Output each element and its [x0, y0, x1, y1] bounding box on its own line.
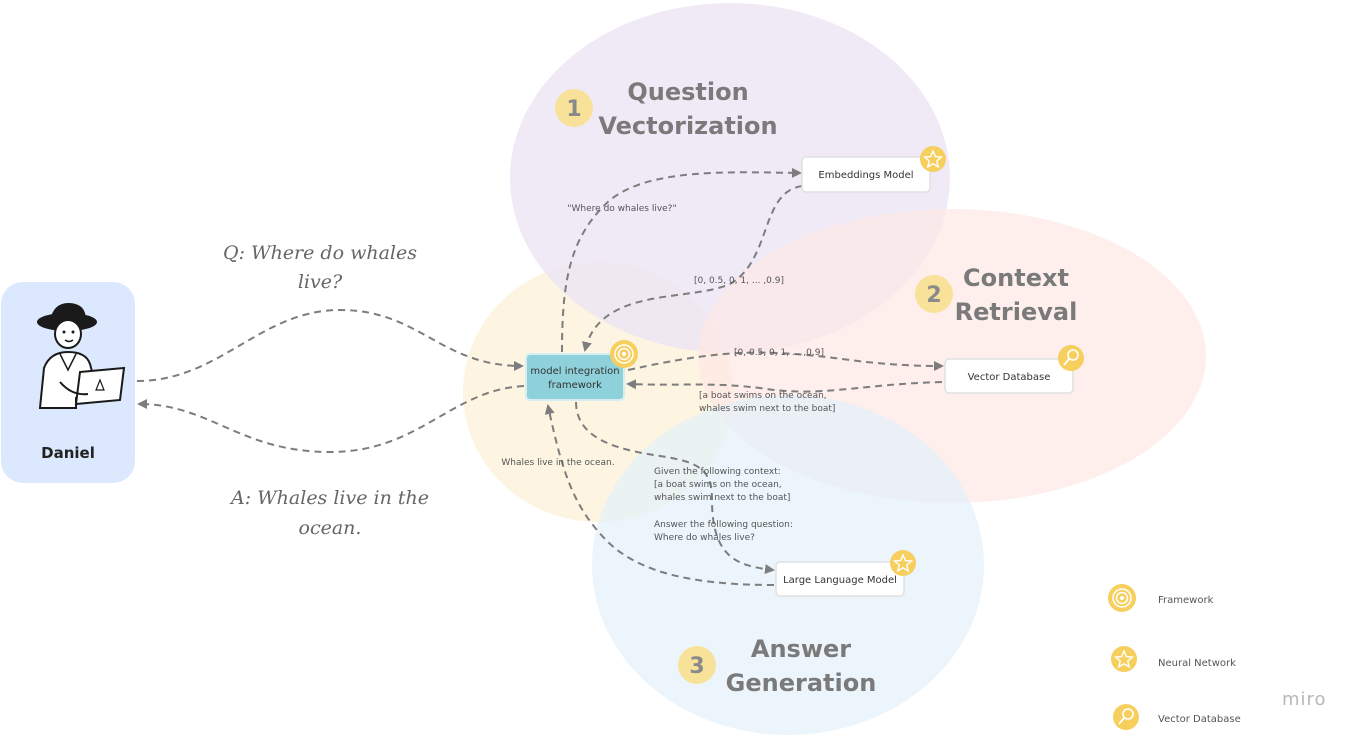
neural-network-icon [890, 550, 916, 576]
user-to-framework-arrow [136, 308, 524, 382]
answer-text-line-2: ocean. [299, 517, 362, 539]
framework-node-label-line-2: framework [548, 380, 602, 391]
framework-to-embeddings-arrow [561, 167, 802, 353]
framework-icon [610, 340, 638, 368]
query-vector-label: [0, 0.5, 0, 1, ... ,0.9] [734, 348, 824, 358]
person-illustration [37, 302, 126, 409]
embeddings-to-framework-arrow [581, 185, 803, 352]
stage-2-title-line-2: Retrieval [955, 298, 1078, 326]
prompt-line: Answer the following question: [654, 520, 793, 530]
embeddings-model-label: Embeddings Model [818, 170, 913, 181]
miro-watermark: miro [1282, 689, 1327, 710]
stage-1-header: 1 Question Vectorization [555, 78, 778, 140]
stage-3-title-line-2: Generation [726, 669, 877, 697]
legend-item-vector-database: Vector Database [1113, 704, 1241, 730]
answer-text-line-1: A: Whales live in the [229, 487, 429, 509]
question-text-line-1: Q: Where do whales [223, 242, 417, 264]
prompt-line: whales swim next to the boat] [654, 493, 790, 503]
embedding-vector-label: [0, 0.5, 0, 1, ... ,0.9] [694, 276, 784, 286]
embeddings-model-node[interactable]: Embeddings Model [801, 146, 946, 193]
neural-network-icon [1111, 646, 1137, 672]
llm-answer-label: Whales live in the ocean. [501, 458, 614, 468]
user-card[interactable]: Daniel [1, 282, 135, 483]
framework-node[interactable]: model integration framework [525, 340, 638, 401]
stage-3-title-line-1: Answer [751, 635, 851, 663]
context-label-line-2: whales swim next to the boat] [699, 404, 835, 414]
stage-1-number-badge [555, 89, 593, 127]
legend-item-framework: Framework [1108, 584, 1214, 612]
stage-2-title-line-1: Context [963, 264, 1069, 292]
prompt-line: Given the following context: [654, 467, 781, 477]
framework-to-vectordb-arrow [627, 351, 944, 371]
legend-label: Vector Database [1158, 714, 1241, 725]
stage-1-title-line-1: Question [627, 78, 748, 106]
stage-2-number: 2 [926, 283, 941, 308]
legend-label: Framework [1158, 595, 1214, 606]
stage-1-title-line-2: Vectorization [598, 112, 777, 140]
framework-icon [1108, 584, 1136, 612]
search-icon [1058, 345, 1084, 371]
stage-2-header: 2 Context Retrieval [915, 264, 1077, 326]
framework-node-label-line-1: model integration [530, 366, 619, 377]
legend-item-neural-network: Neural Network [1111, 646, 1236, 672]
stage-3-number-badge [678, 646, 716, 684]
legend: Framework Neural Network Vector Database [1108, 584, 1241, 730]
question-text-line-2: live? [298, 271, 343, 293]
llm-to-framework-arrow [544, 404, 775, 586]
vector-database-node[interactable]: Vector Database [944, 345, 1084, 394]
stage-3-number: 3 [689, 654, 704, 679]
prompt-line: Where do whales live? [654, 533, 755, 543]
legend-label: Neural Network [1158, 658, 1236, 669]
vector-database-label: Vector Database [968, 372, 1051, 383]
user-name: Daniel [41, 444, 95, 462]
framework-to-user-arrow [137, 385, 525, 454]
stage-3-header: 3 Answer Generation [678, 635, 876, 697]
neural-network-icon [920, 146, 946, 172]
stage-1-number: 1 [566, 97, 581, 122]
question-edge-label: "Where do whales live?" [567, 204, 676, 214]
prompt-line: [a boat swims on the ocean, [654, 480, 782, 490]
llm-node[interactable]: Large Language Model [775, 550, 916, 597]
llm-label: Large Language Model [783, 575, 897, 586]
stage-2-number-badge [915, 275, 953, 313]
context-label-line-1: [a boat swims on the ocean, [699, 391, 827, 401]
vectordb-to-framework-arrow [626, 379, 943, 393]
search-icon [1113, 704, 1139, 730]
prompt-label: Given the following context: [a boat swi… [654, 467, 793, 543]
